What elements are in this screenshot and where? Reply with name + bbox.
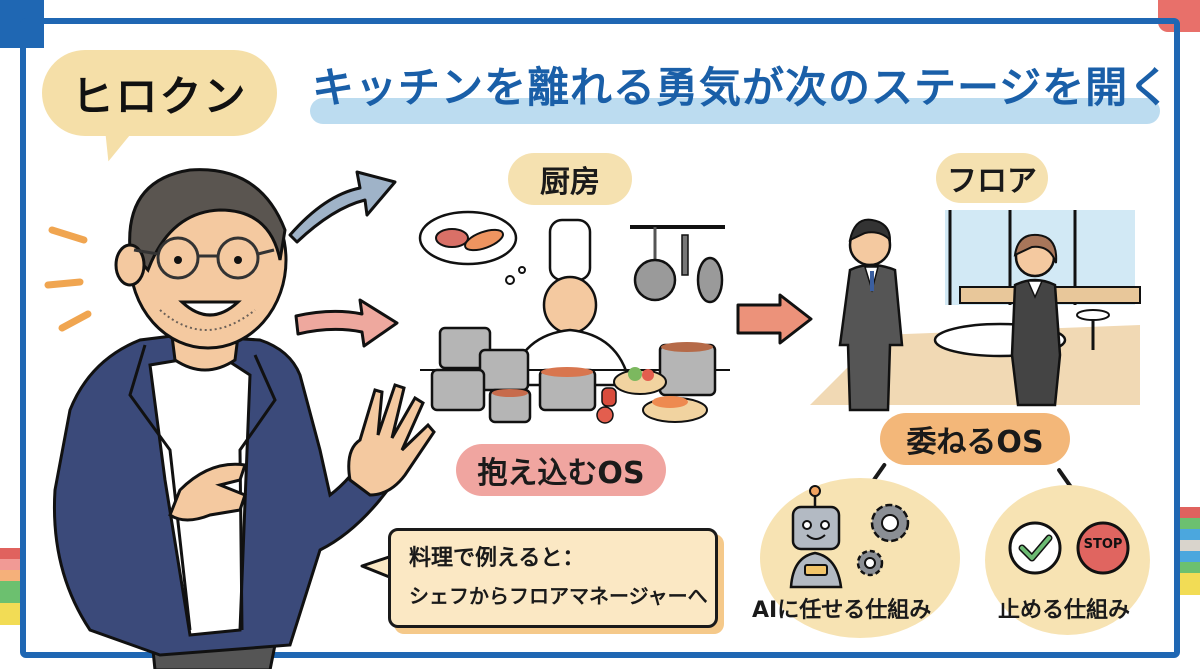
stripe [0, 581, 22, 592]
stripe [1180, 540, 1200, 551]
stripe [0, 592, 22, 603]
title-highlight [310, 98, 1160, 124]
arrow-right-pink-icon [294, 298, 399, 348]
presenter-character-illustration [52, 168, 436, 669]
stop-sign-icon [1076, 521, 1130, 575]
color-stripes-left [0, 548, 22, 625]
stop-sign-text: STOP [1083, 537, 1123, 552]
speaker-name: ヒロクン [71, 71, 248, 121]
emphasis-lines-icon [44, 226, 92, 332]
stripe [0, 548, 22, 559]
ai-mechanism-label: AIに任せる仕組み [752, 598, 932, 623]
stripe [0, 614, 22, 625]
speech-tail-icon [360, 554, 393, 580]
robot-gears-icon [789, 485, 910, 589]
stripe [1180, 518, 1200, 529]
stripe [1180, 507, 1200, 518]
page-title: キッチンを離れる勇気が次のステージを開く [312, 63, 1172, 112]
delegate-os-label: 委ねるOS [880, 413, 1070, 465]
floor-label: フロア [936, 153, 1048, 203]
arrow-right-salmon-icon [736, 293, 813, 345]
stripe [0, 570, 22, 581]
speech-line-1: 料理で例えると： [409, 546, 585, 571]
hold-os-label: 抱え込むOS [456, 444, 666, 496]
stripe [0, 603, 22, 614]
busy-chef-kitchen-illustration [418, 210, 730, 424]
speaker-name-bubble: ヒロクン [42, 50, 277, 166]
stripe [1180, 562, 1200, 573]
analogy-speech-box: 料理で例えると： シェフからフロアマネージャーへ [388, 528, 718, 628]
stripe [0, 559, 22, 570]
check-icon [1008, 521, 1062, 575]
color-stripes-right [1180, 507, 1200, 595]
stop-mechanism-label: 止める仕組み [998, 598, 1131, 623]
whiteboard-frame [20, 18, 1180, 658]
stripe [1180, 573, 1200, 584]
stripe [1180, 529, 1200, 540]
arrow-up-right-icon [288, 170, 397, 244]
speech-line-2: シェフからフロアマネージャーへ [409, 584, 708, 608]
floor-manager-illustration [810, 210, 1141, 412]
stripe [1180, 584, 1200, 595]
kitchen-label: 厨房 [508, 153, 632, 205]
stripe [1180, 551, 1200, 562]
